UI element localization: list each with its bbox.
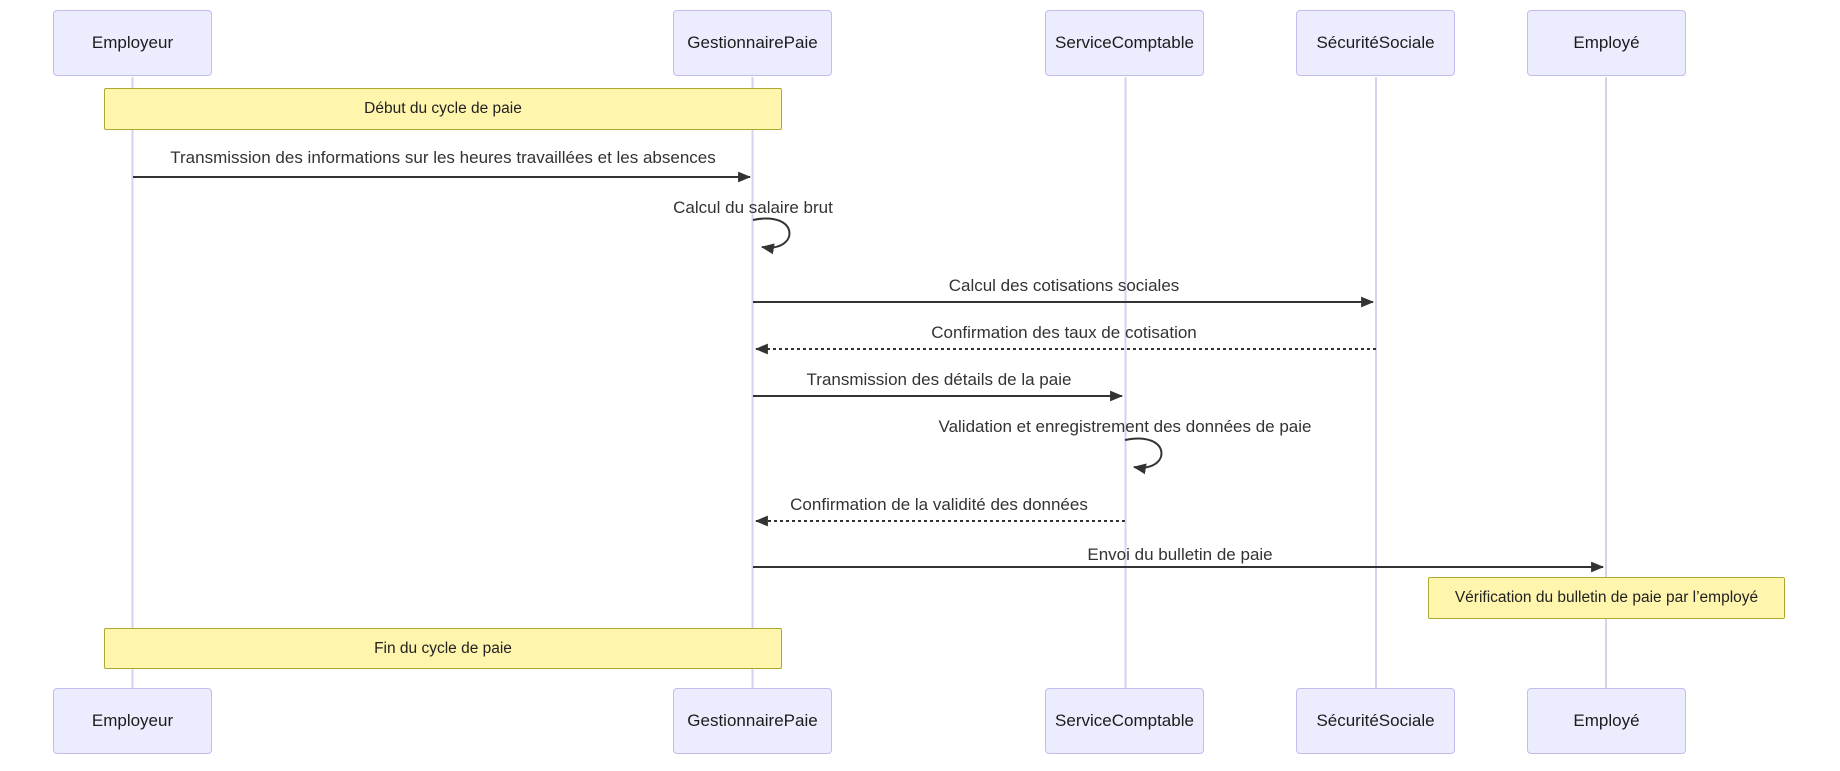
message-label-confirmation-taux: Confirmation des taux de cotisation: [931, 323, 1197, 342]
message-label-confirmation-validite: Confirmation de la validité des données: [790, 495, 1088, 514]
participant-bottom-servicecomptable: ServiceComptable: [1045, 688, 1204, 754]
message-label-validation-donnees: Validation et enregistrement des données…: [938, 417, 1312, 436]
participant-top-employeur: Employeur: [53, 10, 212, 76]
participant-top-servicecomptable: ServiceComptable: [1045, 10, 1204, 76]
message-label-transmission-details: Transmission des détails de la paie: [806, 370, 1072, 389]
participant-bottom-gestionnairepaie: GestionnairePaie: [673, 688, 832, 754]
note-fin-cycle: Fin du cycle de paie: [104, 628, 782, 669]
participant-top-securitesociale: SécuritéSociale: [1296, 10, 1455, 76]
participant-bottom-securitesociale: SécuritéSociale: [1296, 688, 1455, 754]
note-verification-bulletin: Vérification du bulletin de paie par l’e…: [1428, 577, 1785, 619]
note-debut-cycle: Début du cycle de paie: [104, 88, 782, 130]
message-label-transmission-heures: Transmission des informations sur les he…: [170, 148, 716, 167]
message-label-calcul-salaire-brut: Calcul du salaire brut: [673, 198, 833, 217]
participant-bottom-employeur: Employeur: [53, 688, 212, 754]
lifelines: [131, 77, 1607, 688]
participant-top-gestionnairepaie: GestionnairePaie: [673, 10, 832, 76]
participant-bottom-employe: Employé: [1527, 688, 1686, 754]
message-label-calcul-cotisations: Calcul des cotisations sociales: [948, 276, 1180, 295]
selfloop-validation-donnees: [1124, 437, 1163, 475]
selfloop-calcul-salaire-brut: [752, 217, 791, 255]
message-label-envoi-bulletin: Envoi du bulletin de paie: [1087, 545, 1273, 564]
participant-top-employe: Employé: [1527, 10, 1686, 76]
